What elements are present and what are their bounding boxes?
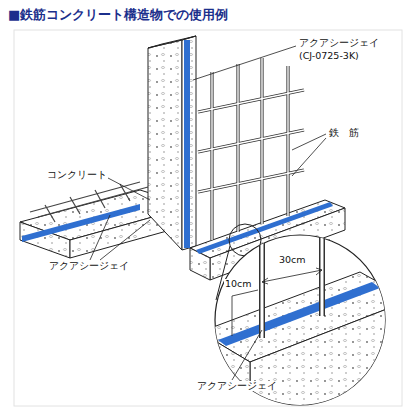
part-label: 鉄 筋 <box>328 128 360 138</box>
wall-rebar <box>198 58 304 240</box>
leader-lines <box>90 46 326 380</box>
part-label: コンクリート <box>46 170 108 180</box>
waterstop-strip <box>184 40 190 248</box>
part-label: 30cm <box>278 255 307 265</box>
part-label: アクアシージェイ <box>298 38 380 48</box>
wall <box>148 36 196 250</box>
waterstop-strip <box>22 204 140 242</box>
part-label: アクアシージェイ <box>196 381 278 391</box>
part-label: (CJ-0725-3K) <box>298 51 360 61</box>
title: ■鉄筋コンクリート構造物での使用例 <box>8 8 228 22</box>
part-label: アクアシージェイ <box>48 261 130 271</box>
part-label: 10cm <box>224 279 253 289</box>
slab-rebar <box>30 182 148 222</box>
